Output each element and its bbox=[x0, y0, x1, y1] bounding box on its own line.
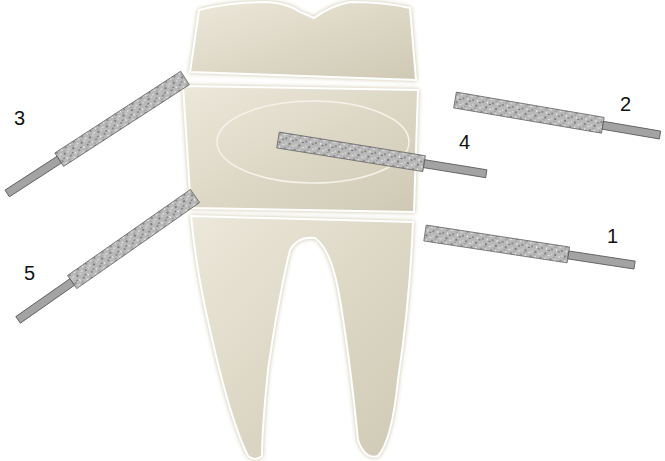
diamond-bur bbox=[424, 225, 636, 273]
diamond-bur bbox=[454, 92, 662, 143]
crown-top bbox=[190, 2, 416, 80]
callout-number: 5 bbox=[24, 263, 35, 283]
callout-number: 4 bbox=[459, 132, 470, 152]
tooth-roots bbox=[191, 216, 413, 459]
callout-number: 3 bbox=[14, 108, 25, 128]
callout-number: 2 bbox=[620, 94, 631, 114]
diamond-bur bbox=[277, 132, 488, 182]
callout-number: 1 bbox=[607, 226, 618, 246]
diamond-bur bbox=[13, 189, 199, 326]
diamond-bur bbox=[3, 71, 190, 200]
